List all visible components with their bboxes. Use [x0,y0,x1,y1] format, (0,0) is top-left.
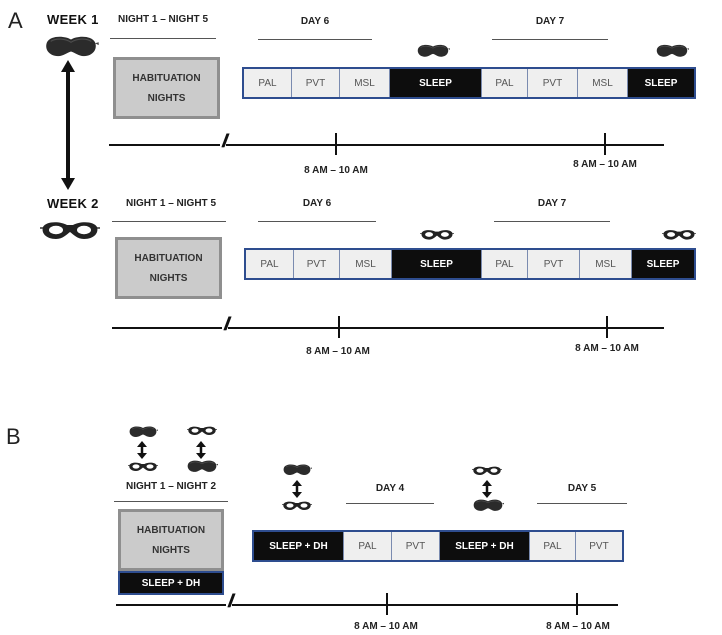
sleep-block: SLEEP [632,250,694,278]
pvt-block: PVT [528,69,578,97]
sleep-dh-block: SLEEP + DH [254,532,344,560]
pal-block: PAL [482,69,528,97]
sleep-mask-icon [187,460,218,473]
panel-b-tick-day5 [576,593,578,615]
panel-b-tick-day4 [386,593,388,615]
habituation-label-line1: HABITUATION [132,72,201,84]
week2-time-label-day7: 8 AM – 10 AM [575,343,639,354]
pal-block: PAL [246,250,294,278]
msl-block: MSL [578,69,628,97]
sleep-mask-icon [417,44,450,58]
sleep-mask-icon [283,464,312,476]
panel-b-letter: B [6,424,21,449]
pal-block: PAL [244,69,292,97]
week2-nights-header: NIGHT 1 – NIGHT 5 [125,198,216,209]
pal-block: PAL [530,532,576,560]
week1-sequence: PAL PVT MSL SLEEP PAL PVT MSL SLEEP [242,67,696,99]
panel-b-habituation-sleep-dh-bar: SLEEP + DH [118,571,224,595]
eye-mask-icon [282,501,312,511]
week2-day6-header: DAY 6 [302,198,332,209]
week2-day7-header: DAY 7 [537,198,567,209]
week2-time-label-day6: 8 AM – 10 AM [306,346,370,357]
sleep-block: SLEEP [390,69,482,97]
panel-b-sequence: SLEEP + DH PAL PVT SLEEP + DH PAL PVT [252,530,624,562]
sleep-mask-icon [473,499,504,512]
pvt-block: PVT [294,250,340,278]
eye-mask-icon [187,426,217,436]
pal-block: PAL [482,250,528,278]
sleep-mask-icon [45,36,99,57]
week2-tick-day6 [338,316,340,338]
habituation-label-line2: NIGHTS [152,544,190,556]
double-arrow-icon [196,441,206,459]
timeline-break-mark: // [226,591,234,612]
week2-nights-underline [112,221,226,222]
eye-mask-icon [420,229,454,241]
week1-tick-day6 [335,133,337,155]
week1-label: WEEK 1 [47,12,99,27]
week2-label: WEEK 2 [47,196,99,211]
week1-timeline [109,144,664,146]
panel-b-timeline [116,604,618,606]
pvt-block: PVT [576,532,622,560]
habituation-label-line1: HABITUATION [136,524,206,536]
habituation-label-line2: NIGHTS [147,92,186,104]
week2-habituation-box: HABITUATION NIGHTS [115,237,222,299]
habituation-label-line1: HABITUATION [134,252,203,264]
pal-block: PAL [344,532,392,560]
panel-b-day5-underline [537,503,627,504]
double-arrow-icon [137,441,147,459]
timeline-break-mark: // [220,131,228,152]
double-arrow-icon [482,480,492,498]
eye-mask-icon [40,221,100,240]
sleep-block: SLEEP [392,250,482,278]
eye-mask-icon [472,466,502,476]
week1-day6-header: DAY 6 [300,16,330,27]
week2-timeline [112,327,664,329]
week1-day7-underline [492,39,608,40]
panel-b-time-label-day4: 8 AM – 10 AM [354,621,418,632]
panel-b-nights-underline [114,501,228,502]
msl-block: MSL [340,250,392,278]
sleep-dh-block: SLEEP + DH [440,532,530,560]
pvt-block: PVT [292,69,340,97]
week1-time-label-day7: 8 AM – 10 AM [573,159,637,170]
week1-nights-underline [110,38,216,39]
week2-tick-day7 [606,316,608,338]
sleep-mask-icon [656,44,689,58]
panel-b-nights-header: NIGHT 1 – NIGHT 2 [125,481,216,492]
panel-a-letter: A [8,8,23,33]
panel-b-time-label-day5: 8 AM – 10 AM [546,621,610,632]
week1-tick-day7 [604,133,606,155]
eye-mask-icon [128,462,158,472]
msl-block: MSL [580,250,632,278]
week2-day7-underline [494,221,610,222]
week2-day6-underline [258,221,376,222]
double-arrow-icon [292,480,302,498]
panel-b-day4-header: DAY 4 [375,483,405,494]
habituation-label-line2: NIGHTS [149,272,188,284]
panel-b-day4-underline [346,503,434,504]
week1-day6-underline [258,39,372,40]
week1-habituation-box: HABITUATION NIGHTS [113,57,220,119]
eye-mask-icon [662,229,696,241]
sleep-block: SLEEP [628,69,694,97]
panel-b-habituation-box: HABITUATION NIGHTS [118,509,224,571]
panel-b-day5-header: DAY 5 [567,483,597,494]
timeline-break-mark: // [222,314,230,335]
week1-day7-header: DAY 7 [535,16,565,27]
week1-nights-header: NIGHT 1 – NIGHT 5 [117,14,208,25]
msl-block: MSL [340,69,390,97]
week2-sequence: PAL PVT MSL SLEEP PAL PVT MSL SLEEP [244,248,696,280]
double-arrow-icon [61,60,75,190]
sleep-mask-icon [129,426,158,438]
pvt-block: PVT [528,250,580,278]
pvt-block: PVT [392,532,440,560]
week1-time-label-day6: 8 AM – 10 AM [304,165,368,176]
